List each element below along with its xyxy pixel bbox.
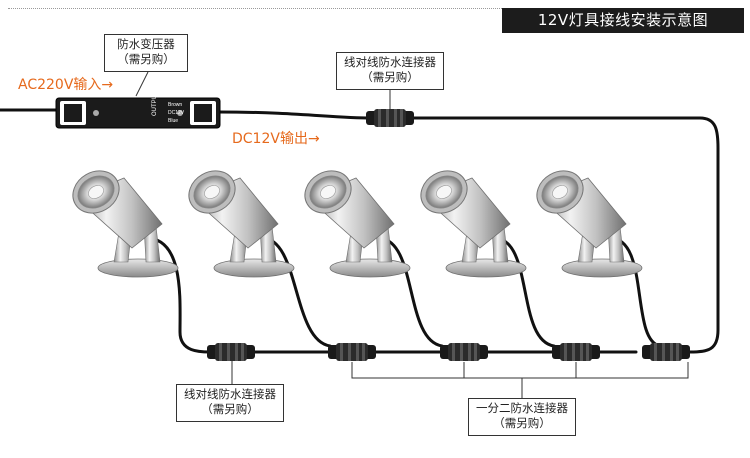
transformer-label-name: 防水变压器: [117, 37, 175, 51]
top-dotted-rule: [8, 8, 528, 9]
spotlight-1: [64, 162, 179, 278]
splitter-connector-label-note: （需另购）: [493, 416, 551, 430]
bottom-wire-connector: [207, 343, 255, 361]
lamp-group: [64, 162, 643, 278]
splitter-connector-4: [642, 343, 690, 361]
dc-output-label: DC12V输出→: [232, 131, 320, 147]
top-connector-label: 线对线防水连接器 （需另购）: [336, 52, 444, 90]
spotlight-4: [412, 162, 527, 278]
splitter-connector-label: 一分二防水连接器 （需另购）: [468, 398, 576, 436]
transformer-label-note: （需另购）: [117, 52, 175, 66]
top-connector-label-note: （需另购）: [361, 70, 419, 84]
top-connector-label-name: 线对线防水连接器: [344, 55, 436, 69]
bottom-connector-label-note: （需另购）: [201, 402, 259, 416]
spotlight-2: [180, 162, 295, 278]
diagram-title-banner: 12V灯具接线安装示意图: [502, 8, 744, 33]
splitter-connector-label-name: 一分二防水连接器: [476, 401, 568, 415]
leader-lines: [135, 71, 689, 398]
top-wire-connector: [366, 109, 414, 127]
bottom-connector-label-name: 线对线防水连接器: [184, 387, 276, 401]
transformer-output-marking: OUTPUT: [152, 91, 158, 116]
transformer-output-spec-1: Brown: [168, 102, 182, 108]
bottom-connector-label: 线对线防水连接器 （需另购）: [176, 384, 284, 422]
splitter-connector-3: [552, 343, 600, 361]
waterproof-transformer: OUTPUT Brown DC12V Blue: [55, 91, 221, 129]
spotlight-5: [528, 162, 643, 278]
transformer-output-spec-3: Blue: [168, 118, 178, 124]
spotlight-3: [296, 162, 411, 278]
transformer-label: 防水变压器 （需另购）: [104, 34, 188, 72]
splitter-connector-1: [328, 343, 376, 361]
splitter-connector-2: [440, 343, 488, 361]
ac-input-label: AC220V输入→: [18, 77, 114, 93]
transformer-output-spec-2: DC12V: [168, 110, 185, 116]
